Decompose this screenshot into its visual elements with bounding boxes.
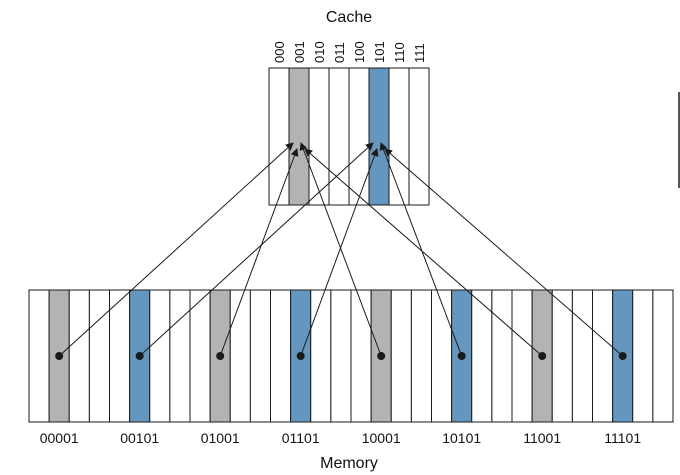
memory-address-label: 01001	[201, 430, 240, 446]
memory-block	[28, 289, 674, 423]
mapping-arrows	[55, 142, 627, 360]
memory-cell	[149, 289, 171, 423]
memory-address-label: 00101	[120, 430, 159, 446]
memory-cell	[249, 289, 271, 423]
arrow-00001-to-001	[58, 142, 294, 357]
memory-cell	[28, 289, 50, 423]
cache-slot-label: 001	[292, 41, 307, 63]
cache-slot-label: 011	[332, 42, 347, 63]
memory-dot-11001	[538, 352, 547, 360]
cache-slot-111	[408, 67, 430, 206]
memory-cell	[88, 289, 110, 423]
cache-title: Cache	[326, 9, 372, 26]
cache-block	[268, 67, 430, 206]
cache-slot-label: 110	[392, 42, 407, 63]
cache-slot-001	[288, 67, 310, 206]
cache-slot-101	[368, 67, 390, 206]
memory-dot-00101	[135, 352, 144, 360]
memory-address-label: 11101	[604, 430, 641, 446]
arrow-01101-to-101	[300, 148, 379, 357]
cache-slot-100	[348, 67, 370, 206]
memory-cell	[431, 289, 453, 423]
memory-cell	[189, 289, 211, 423]
memory-cell	[270, 289, 292, 423]
cache-slot-labels: 000 001 010 011 100 101 110 111	[272, 41, 427, 63]
cache-slot-110	[388, 67, 410, 206]
memory-cell	[350, 289, 372, 423]
arrow-11001-to-001	[304, 148, 543, 357]
memory-dot-11101	[618, 352, 627, 360]
memory-cell	[68, 289, 90, 423]
cache-slot-label: 000	[272, 41, 287, 63]
cache-slot-label: 100	[352, 41, 367, 63]
memory-cell	[410, 289, 432, 423]
memory-cell	[229, 289, 251, 423]
memory-address-label: 00001	[40, 430, 79, 446]
memory-dot-00001	[55, 352, 64, 360]
cache-slot-label: 010	[312, 41, 327, 63]
arrow-00101-to-101	[139, 142, 374, 357]
memory-address-label: 11001	[523, 430, 561, 446]
memory-cell	[592, 289, 614, 423]
cache-slot-label: 101	[372, 41, 387, 63]
arrow-10001-to-001	[299, 142, 382, 357]
arrow-11101-to-101	[384, 148, 624, 357]
memory-cell	[390, 289, 412, 423]
memory-dot-01001	[216, 352, 225, 360]
memory-cell	[652, 289, 674, 423]
memory-cell	[330, 289, 352, 423]
memory-address-label: 10001	[362, 430, 401, 446]
memory-cell	[491, 289, 513, 423]
memory-dot-01101	[296, 352, 305, 360]
memory-dot-10001	[377, 352, 386, 360]
arrow-10101-to-101	[379, 142, 463, 357]
memory-cell	[511, 289, 533, 423]
arrow-01001-to-001	[219, 148, 299, 357]
page-edge-marker	[678, 92, 680, 188]
memory-address-labels: 00001 00101 01001 01101 10001 10101 11001 11101	[40, 430, 642, 446]
memory-address-label: 01101	[282, 430, 320, 446]
cache-slot-label: 111	[412, 43, 427, 63]
memory-cell	[632, 289, 654, 423]
memory-cell	[109, 289, 131, 423]
memory-dot-10101	[457, 352, 466, 360]
memory-cell	[310, 289, 332, 423]
memory-cell	[169, 289, 191, 423]
memory-address-label: 10101	[442, 430, 481, 446]
memory-cell	[571, 289, 593, 423]
memory-title: Memory	[320, 455, 378, 472]
cache-slot-000	[268, 67, 290, 206]
cache-slot-010	[308, 67, 330, 206]
